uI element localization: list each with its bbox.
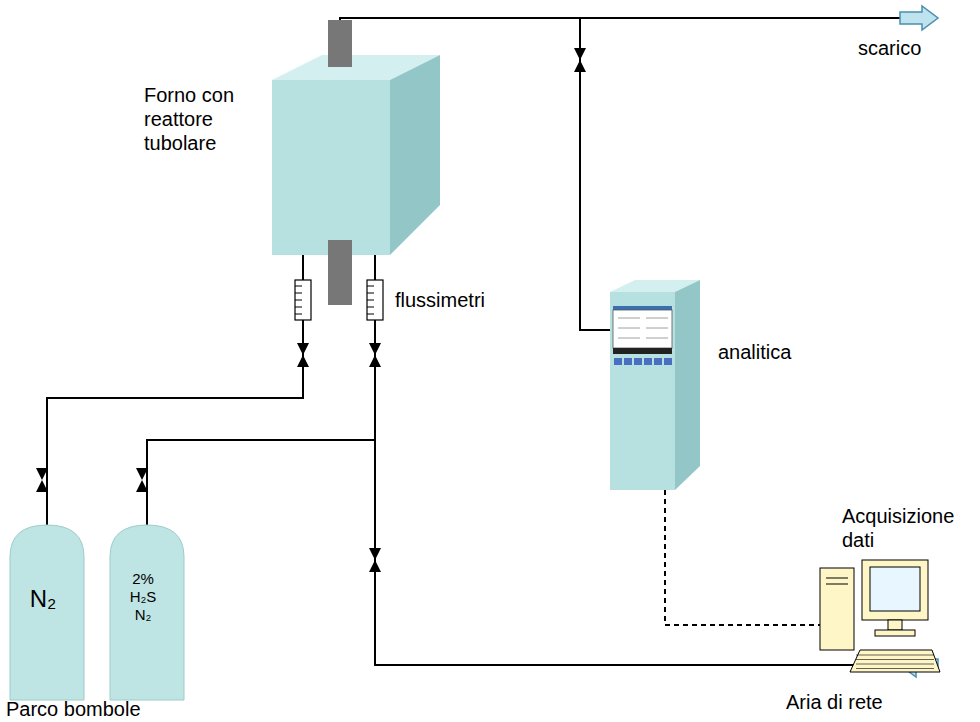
- part-label: Parco bombole: [6, 697, 141, 721]
- node-label: 2% H₂S N₂: [110, 570, 176, 624]
- part-label: scarico: [858, 36, 921, 60]
- furnace-reactor-shape: [272, 55, 440, 255]
- gas-cylinder-shape: [10, 525, 84, 700]
- gas-cylinder: 2% H₂S N₂: [110, 525, 184, 700]
- node-label: analitica: [718, 340, 828, 364]
- signal-cable: [665, 490, 820, 625]
- analyzer-cabinet: analitica: [610, 280, 700, 490]
- gas-pipe: [47, 255, 303, 525]
- furnace-reactor: Forno con reattore tubolare: [272, 55, 440, 255]
- node-label: Acquisizione dati: [842, 504, 977, 552]
- analyzer-cabinet-shape: [610, 280, 700, 490]
- gas-cylinder: N₂: [10, 525, 84, 700]
- part-label: flussimetri: [395, 288, 485, 312]
- exhaust-arrow: [900, 6, 938, 30]
- valves: [36, 48, 586, 572]
- part-label: Aria di rete: [786, 690, 883, 714]
- node-label: Forno con reattore tubolare: [144, 83, 262, 155]
- exhaust-pipe: [580, 17, 900, 19]
- node-label: N₂: [10, 585, 76, 614]
- data-computer-shape: [820, 560, 940, 680]
- data-computer: Acquisizione dati: [820, 560, 940, 680]
